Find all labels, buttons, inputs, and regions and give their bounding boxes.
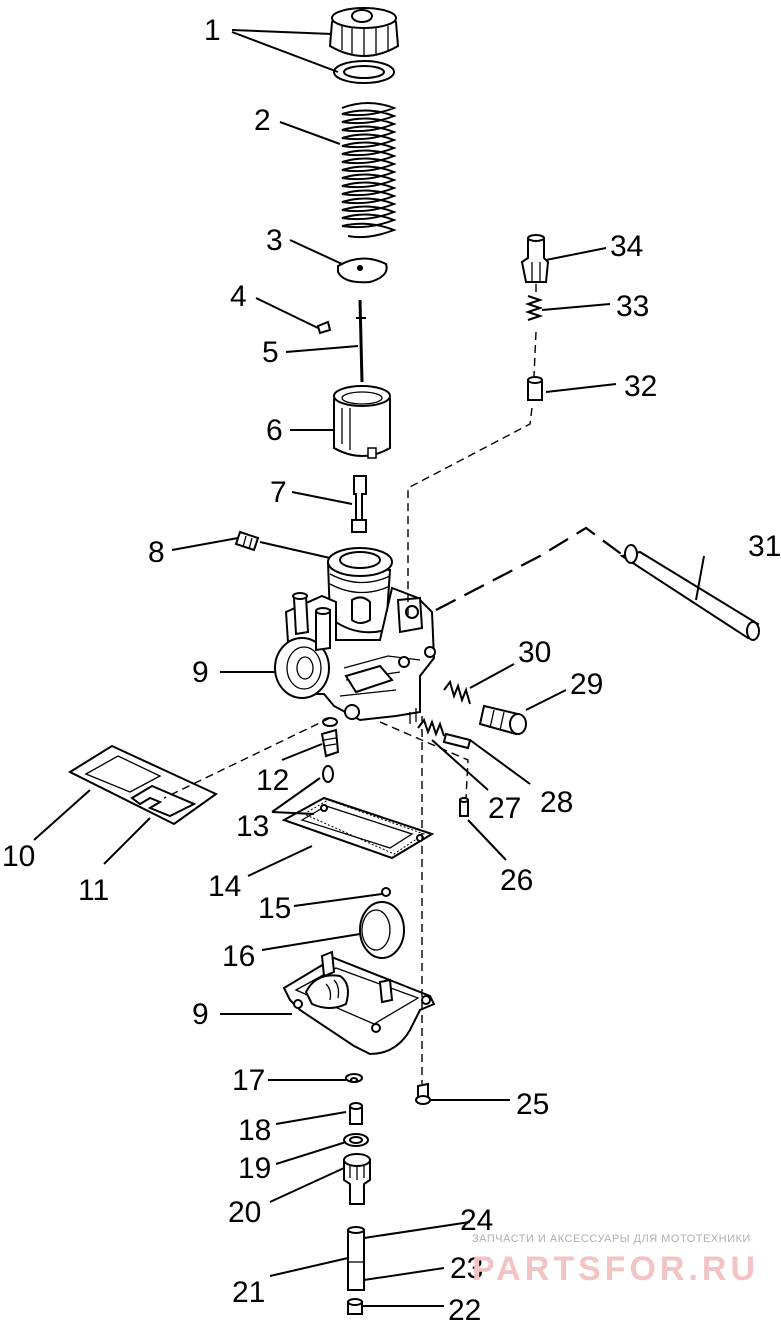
- part-pin-26: [459, 797, 469, 817]
- callout-23: 23: [450, 1252, 483, 1285]
- part-oring-19: [343, 1133, 369, 1147]
- part-cap: [328, 7, 400, 57]
- watermark: ЗАПЧАСТИ И АКСЕССУАРЫ ДЛЯ МОТОТЕХНИКИ PA…: [472, 1233, 759, 1288]
- callout-8: 8: [148, 536, 165, 569]
- callout-9-body: 9: [192, 656, 209, 689]
- callout-16: 16: [222, 940, 255, 973]
- callout-11: 11: [78, 874, 109, 907]
- callout-15: 15: [258, 892, 291, 925]
- callout-18: 18: [238, 1114, 271, 1147]
- callout-7: 7: [270, 476, 287, 509]
- part-bowl-gasket: [281, 796, 435, 860]
- part-air-screw: [234, 530, 260, 552]
- callout-30: 30: [518, 636, 551, 669]
- part-fitting-34: [520, 234, 550, 283]
- part-throttle-valve: [333, 385, 391, 459]
- callout-13: 13: [236, 810, 269, 843]
- callout-26: 26: [500, 864, 533, 897]
- part-float-pin: [322, 765, 334, 783]
- callout-25: 25: [516, 1088, 549, 1121]
- callout-6: 6: [266, 414, 283, 447]
- part-pilot-screw: [442, 732, 472, 750]
- callout-27: 27: [488, 792, 521, 825]
- part-bowl-screw: [415, 1082, 431, 1105]
- callout-20: 20: [228, 1196, 261, 1229]
- callout-12: 12: [256, 764, 289, 797]
- part-float-valve: [320, 717, 340, 758]
- watermark-tagline: ЗАПЧАСТИ И АКСЕССУАРЫ ДЛЯ МОТОТЕХНИКИ: [472, 1233, 751, 1245]
- callout-17: 17: [232, 1064, 265, 1097]
- callout-19: 19: [238, 1152, 271, 1185]
- part-idle-screw: [478, 704, 527, 736]
- callout-29: 29: [570, 668, 603, 701]
- part-throttle-spring: [341, 102, 397, 239]
- callout-labels: 1 2 3 4 5 6 7 8 9 9 10 11 12 13 14 15 16…: [2, 14, 781, 1327]
- part-drain-tube: [347, 1226, 365, 1291]
- callout-5: 5: [262, 336, 279, 369]
- callout-9-bowl: 9: [192, 998, 209, 1031]
- part-float-bowl: [282, 950, 436, 1056]
- watermark-brand: PARTSFOR.RU: [472, 1250, 759, 1288]
- part-spring-30: [443, 679, 471, 705]
- callout-14: 14: [208, 870, 241, 903]
- part-needle-jet: [351, 475, 367, 533]
- callout-28: 28: [540, 786, 573, 819]
- callout-4: 4: [230, 280, 247, 313]
- part-cap-ring: [333, 60, 395, 84]
- callout-33: 33: [616, 290, 649, 323]
- part-gasket-sheet: [67, 744, 218, 826]
- part-small-pin: [381, 887, 391, 897]
- part-plug-22: [347, 1298, 363, 1315]
- part-main-jet: [349, 1102, 363, 1125]
- part-jet-needle: [356, 299, 366, 383]
- part-float: [359, 901, 405, 959]
- callout-22: 22: [448, 1294, 481, 1323]
- callout-10: 10: [2, 840, 35, 873]
- callout-1: 1: [204, 14, 221, 47]
- part-spring-27: [417, 717, 445, 737]
- part-fitting-32: [527, 376, 543, 401]
- leader-lines: [33, 29, 705, 1307]
- part-carburetor-body: [274, 547, 436, 724]
- assembly-lines: [163, 284, 625, 1084]
- part-spring-33: [524, 295, 544, 321]
- part-needle-clip: [316, 320, 332, 335]
- part-needle-plate: [337, 257, 388, 284]
- callout-3: 3: [266, 224, 283, 257]
- part-washer-17: [345, 1073, 363, 1083]
- callout-34: 34: [610, 230, 643, 263]
- callout-24: 24: [460, 1204, 493, 1237]
- part-vent-tube: [619, 544, 760, 641]
- callout-2: 2: [254, 104, 271, 137]
- callout-32: 32: [624, 370, 657, 403]
- callout-21: 21: [232, 1276, 265, 1309]
- part-jet-holder: [343, 1153, 371, 1205]
- callout-31: 31: [748, 530, 781, 563]
- part-sheet-clip: [130, 784, 197, 818]
